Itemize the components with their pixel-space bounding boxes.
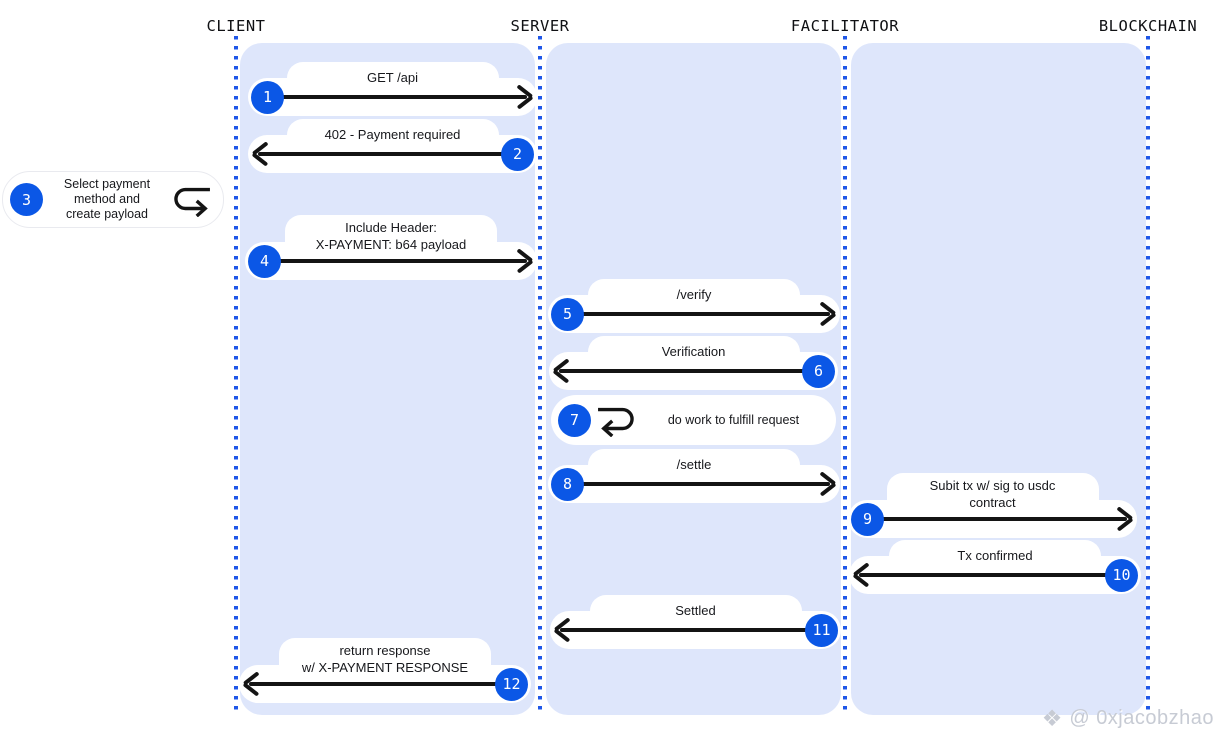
- message-label-line: w/ X-PAYMENT RESPONSE: [301, 660, 469, 675]
- actor-label-client: CLIENT: [206, 17, 266, 35]
- step-badge-2: 2: [501, 137, 534, 171]
- message-5: /verify 5: [548, 279, 840, 333]
- note-text-line: Select payment: [63, 177, 151, 192]
- arrow-shaft: [559, 369, 818, 373]
- step-badge-11: 11: [805, 613, 838, 647]
- message-label-2: 402 - Payment required: [286, 119, 499, 151]
- arrow-shaft: [258, 152, 517, 156]
- arrowhead-right-icon: [813, 301, 835, 327]
- message-label-4: Include Header:X-PAYMENT: b64 payload: [285, 215, 497, 259]
- actor-label-server: SERVER: [510, 17, 570, 35]
- step-badge-4: 4: [248, 244, 281, 278]
- lifeline-blockchain: [1146, 36, 1150, 712]
- lane-panel-2: [851, 43, 1146, 715]
- arrowhead-right-icon: [510, 248, 532, 274]
- message-1: GET /api 1: [248, 62, 537, 116]
- message-label-line: GET /api: [366, 69, 419, 85]
- message-label-10: Tx confirmed: [889, 540, 1101, 572]
- arrowhead-right-icon: [813, 471, 835, 497]
- arrowhead-left-icon: [854, 562, 876, 588]
- message-label-line: /settle: [676, 456, 712, 472]
- arrowhead-left-icon: [555, 617, 577, 643]
- step-badge-1: 1: [251, 80, 284, 114]
- message-label-8: /settle: [588, 449, 800, 481]
- lifeline-client: [234, 36, 238, 712]
- note-text-line: method and: [73, 192, 141, 207]
- arrow-shaft: [249, 682, 511, 686]
- actor-label-facilitator: FACILITATOR: [790, 17, 900, 35]
- message-label-line: Include Header:: [345, 220, 437, 236]
- message-label-line: X-PAYMENT: b64 payload: [315, 237, 467, 252]
- message-8: /settle 8: [548, 449, 840, 503]
- lifeline-server: [538, 36, 542, 712]
- step-badge-10: 10: [1105, 558, 1138, 592]
- message-11: Settled 11: [550, 595, 841, 649]
- loop-left-icon: [595, 403, 637, 437]
- message-label-line: /verify: [676, 286, 712, 302]
- note-7: 7 do work to fulfill request: [551, 395, 836, 445]
- arrowhead-left-icon: [554, 358, 576, 384]
- arrow-shaft: [568, 312, 830, 316]
- lifeline-facilitator: [843, 36, 847, 712]
- step-badge-7: 7: [558, 403, 591, 437]
- diamond-logo-icon: ❖: [1041, 705, 1063, 731]
- step-badge-8: 8: [551, 467, 584, 501]
- arrow-shaft: [265, 259, 527, 263]
- watermark: ❖ @ 0xjacobzhao: [1042, 707, 1214, 730]
- note-text-7: do work to fulfill request: [641, 413, 826, 428]
- arrow-shaft: [859, 573, 1121, 577]
- step-badge-12: 12: [495, 667, 528, 701]
- message-label-1: GET /api: [286, 62, 499, 94]
- message-label-line: Verification: [661, 343, 726, 359]
- arrow-shaft: [560, 628, 821, 632]
- watermark-text: @ 0xjacobzhao: [1069, 707, 1214, 729]
- arrowhead-left-icon: [244, 671, 266, 697]
- note-text-line: do work to fulfill request: [667, 412, 800, 427]
- message-10: Tx confirmed 10: [849, 540, 1141, 594]
- message-label-6: Verification: [587, 336, 800, 368]
- loop-right-icon: [171, 183, 213, 217]
- arrowhead-left-icon: [253, 141, 275, 167]
- step-badge-3: 3: [10, 183, 43, 216]
- message-label-line: Settled: [675, 602, 716, 618]
- message-label-line: return response: [339, 643, 431, 659]
- message-label-line: contract: [969, 495, 1016, 510]
- arrow-shaft: [868, 517, 1127, 521]
- step-badge-6: 6: [802, 354, 835, 388]
- message-label-line: Tx confirmed: [957, 547, 1033, 563]
- note-text-line: create payload: [65, 206, 148, 221]
- arrowhead-right-icon: [1110, 506, 1132, 532]
- message-6: Verification 6: [549, 336, 838, 390]
- step-badge-5: 5: [551, 297, 584, 331]
- arrow-shaft: [568, 482, 830, 486]
- message-label-11: Settled: [589, 595, 802, 627]
- message-label-5: /verify: [588, 279, 800, 311]
- arrow-shaft: [268, 95, 527, 99]
- step-badge-9: 9: [851, 502, 884, 536]
- message-label-line: Subit tx w/ sig to usdc: [929, 478, 1056, 494]
- arrowhead-right-icon: [510, 84, 532, 110]
- message-label-line: 402 - Payment required: [324, 126, 461, 142]
- actor-label-blockchain: BLOCKCHAIN: [1098, 17, 1198, 35]
- message-2: 402 - Payment required 2: [248, 119, 537, 173]
